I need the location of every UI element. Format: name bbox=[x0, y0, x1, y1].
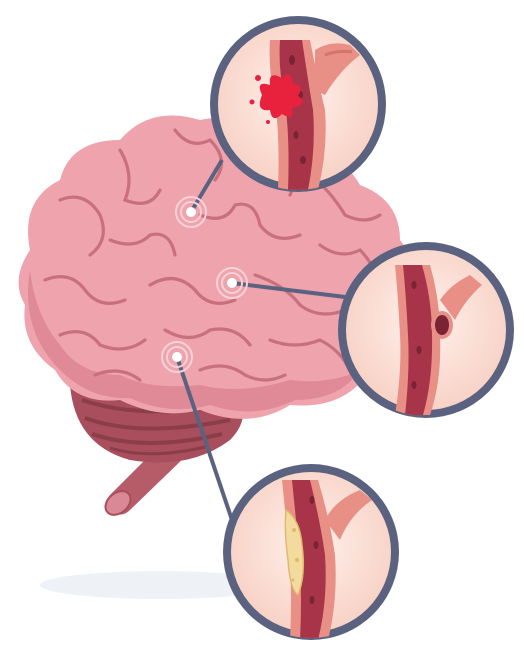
callout-embolism bbox=[338, 242, 514, 418]
callout-atherosclerosis bbox=[223, 464, 399, 640]
callout-hemorrhage bbox=[210, 16, 386, 192]
marker-atherosclerosis bbox=[162, 342, 192, 372]
marker-embolism bbox=[217, 268, 247, 298]
brain-stem bbox=[101, 452, 190, 520]
marker-hemorrhage bbox=[176, 197, 206, 227]
